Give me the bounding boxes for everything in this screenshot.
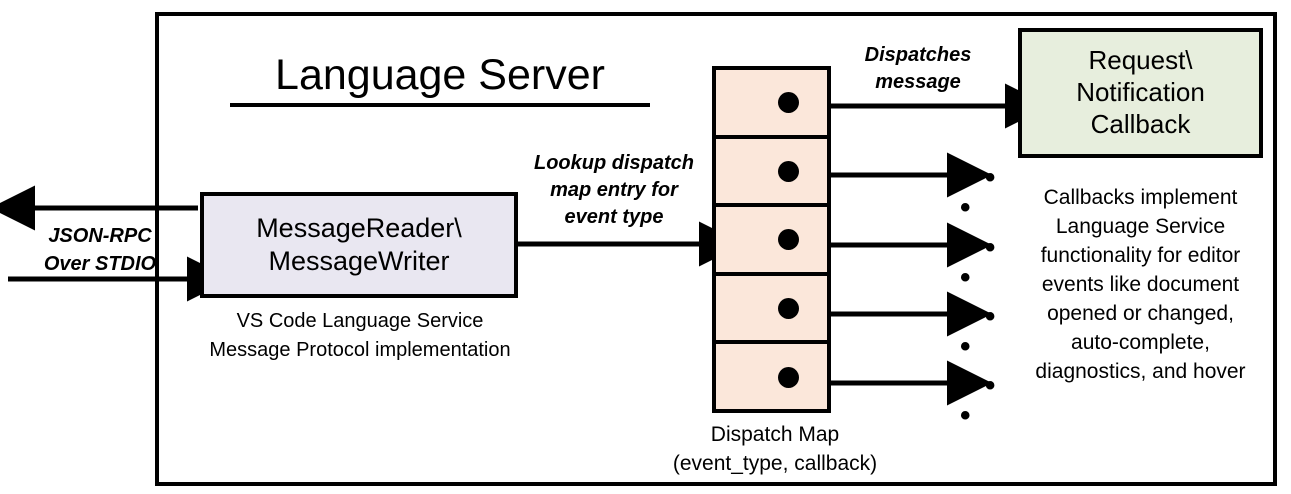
lookup-dispatch-edge-label-line3: event type [564,206,664,228]
dispatch-map-table[interactable] [712,66,831,413]
callback-description-line6: auto-complete, [1071,331,1210,354]
dispatch-entry-dot-icon [778,229,799,251]
continuation-ellipsis-row-3: • • • [960,231,999,294]
dispatches-message-edge-label-line1: Dispatches [864,44,972,66]
message-reader-writer-label: MessageReader\ MessageWriter [256,212,462,278]
jsonrpc-edge-label-line1: JSON-RPC [48,225,152,247]
dispatch-entry-dot-icon [778,92,799,114]
jsonrpc-edge-label-line2: Over STDIO [43,253,157,275]
dispatches-message-edge-label: Dispatches message [838,42,998,96]
dispatches-message-edge-label-line2: message [875,71,961,93]
lookup-dispatch-edge-label-line1: Lookup dispatch [534,152,694,174]
request-notification-callback-label: Request\ Notification Callback [1076,45,1205,140]
continuation-ellipsis-row-2: • • • [960,161,999,224]
callback-description-line5: opened or changed, [1047,302,1234,325]
dispatch-entry-dot-icon [778,366,799,388]
request-notification-callback-line3: Callback [1090,108,1191,139]
request-notification-callback-line1: Request\ [1088,45,1193,76]
dispatch-entry-dot-icon [778,298,799,320]
message-reader-writer-line2: MessageWriter [268,246,450,276]
language-server-boundary [155,12,1277,486]
message-reader-writer-box[interactable]: MessageReader\ MessageWriter [200,192,518,298]
table-row[interactable] [716,139,827,208]
request-notification-callback-box[interactable]: Request\ Notification Callback [1018,28,1263,158]
dispatch-map-caption: Dispatch Map (event_type, callback) [640,420,910,478]
continuation-ellipsis-row-5: • • • [960,369,999,432]
table-row[interactable] [716,344,827,409]
callback-description-line2: Language Service [1055,215,1226,238]
dispatch-map-caption-line1: Dispatch Map [710,423,840,446]
message-reader-writer-line1: MessageReader\ [256,213,462,244]
request-notification-callback-line2: Notification [1076,77,1205,108]
callback-description-line7: diagnostics, and hover [1035,360,1246,383]
dispatch-map-caption-line2: (event_type, callback) [672,452,878,475]
continuation-ellipsis-row-4: • • • [960,300,999,363]
callback-description-line4: events like document [1041,273,1240,296]
message-reader-writer-caption-line1: VS Code Language Service [236,310,484,332]
dispatch-entry-dot-icon [778,160,799,182]
table-row[interactable] [716,70,827,139]
jsonrpc-edge-label: JSON-RPC Over STDIO [20,222,180,278]
message-reader-writer-caption-line2: Message Protocol implementation [209,339,511,361]
lookup-dispatch-edge-label-line2: map entry for [550,179,678,201]
callback-description-line1: Callbacks implement [1043,186,1238,209]
message-reader-writer-caption: VS Code Language Service Message Protoco… [185,307,535,365]
table-row[interactable] [716,207,827,276]
table-row[interactable] [716,276,827,345]
page-title: Language Server [230,48,650,107]
callback-description-line3: functionality for editor [1040,244,1241,267]
lookup-dispatch-edge-label: Lookup dispatch map entry for event type [519,150,709,231]
callback-description: Callbacks implement Language Service fun… [1008,183,1273,386]
